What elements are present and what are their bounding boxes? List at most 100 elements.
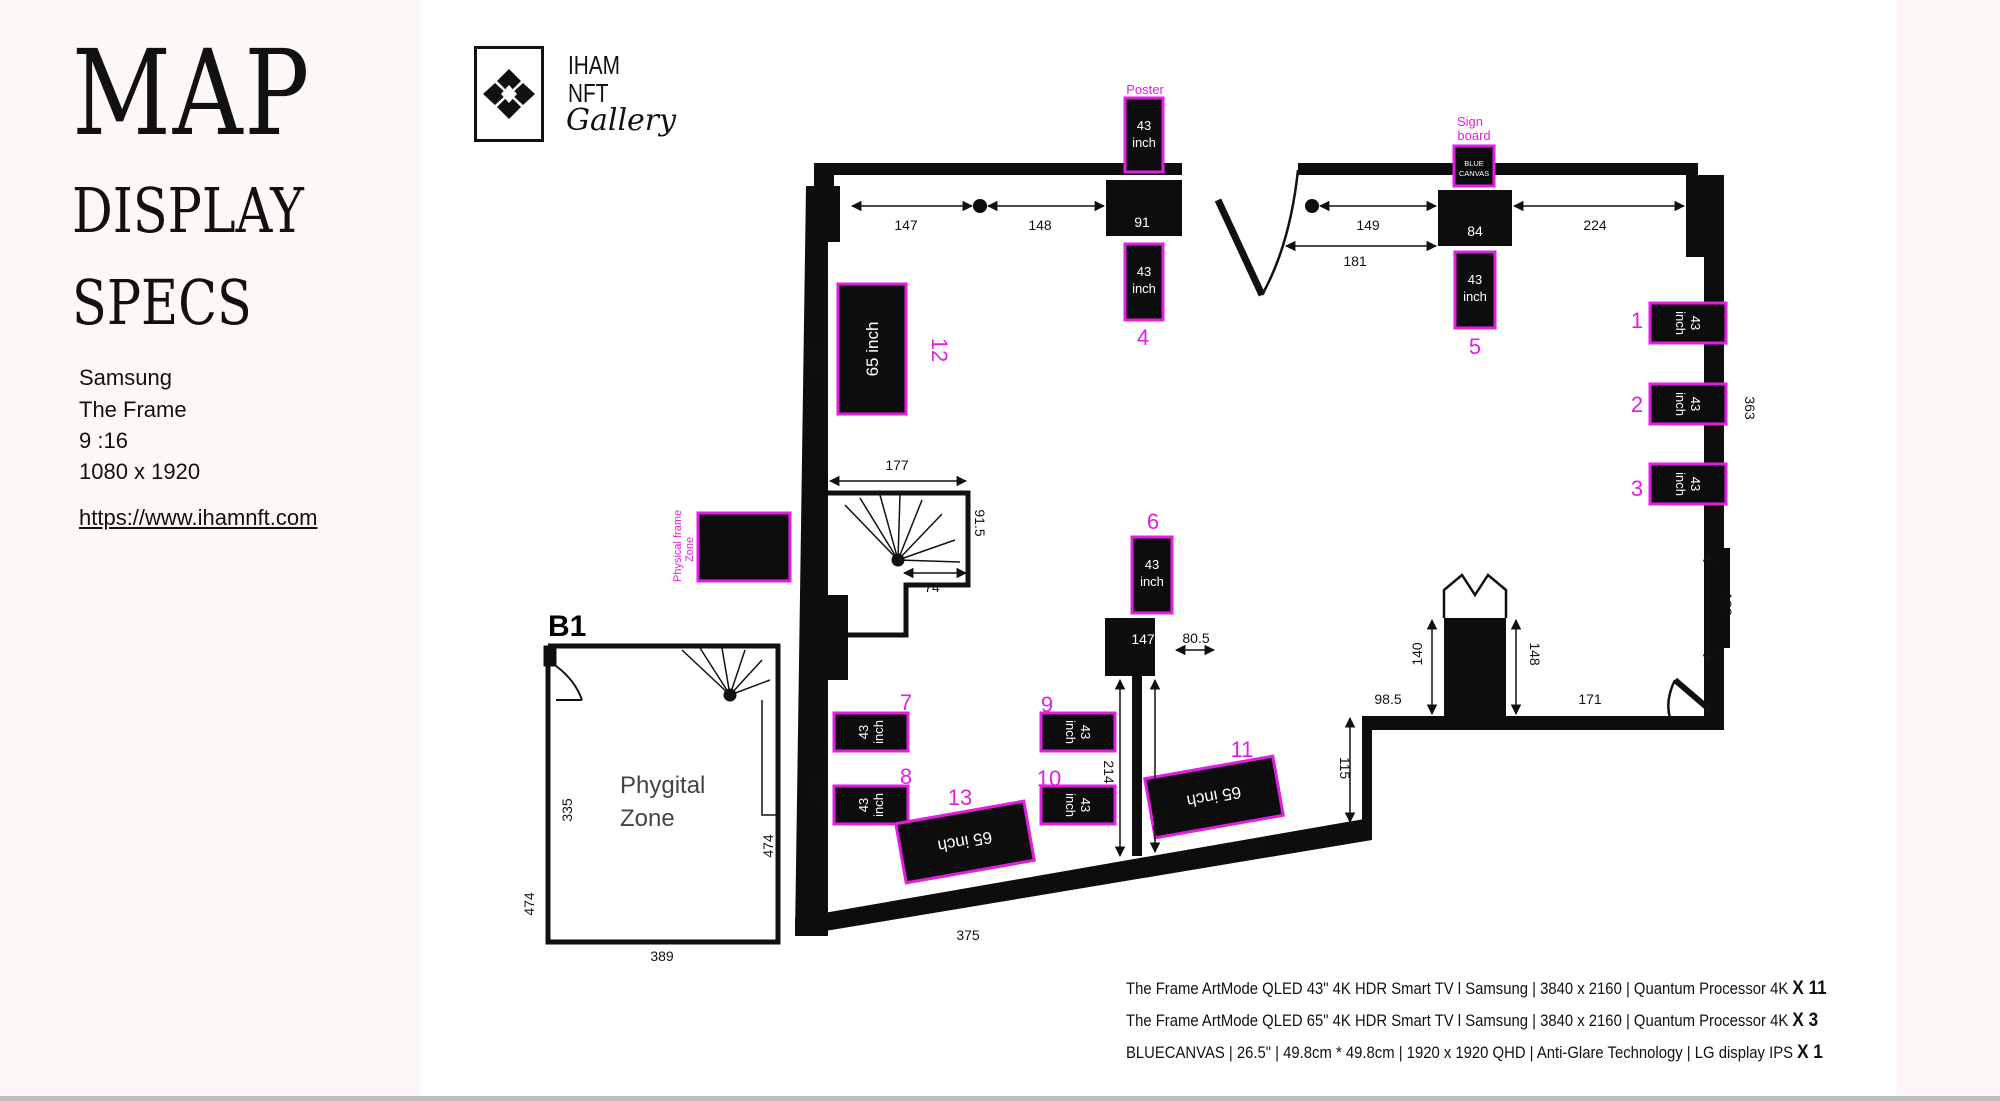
dim-91: 91 — [1134, 214, 1150, 230]
dim-299: 299 — [812, 350, 828, 374]
screen-6: 43 inch — [1130, 535, 1174, 615]
screen-size-line1: 43 — [1145, 557, 1159, 572]
screen-size-line1: 43 — [1078, 725, 1093, 739]
screen-8: 43 inch — [832, 784, 910, 826]
screen-9: 43 inch — [1039, 711, 1117, 753]
dim-335: 335 — [559, 798, 575, 822]
dim-148-mid: 148 — [1527, 642, 1543, 666]
screen-size-line1: 43 — [1688, 316, 1703, 330]
zone-label-line1: Phygital — [620, 772, 705, 799]
screen-size-line1: 43 — [856, 725, 871, 739]
page-subtitle-specs: SPECS — [72, 266, 252, 339]
door-arc-right — [1667, 679, 1677, 719]
screen-poster: 43 inch — [1123, 96, 1165, 174]
screen-size-line2: inch — [871, 720, 886, 744]
screen-size-label: 65 inch — [863, 322, 882, 377]
sidebar — [0, 0, 420, 1101]
logo-text-gallery: Gallery — [566, 103, 677, 138]
screen-size-line2: inch — [1463, 289, 1487, 304]
screen-number-5: 5 — [1469, 334, 1481, 359]
spec-ratio: 9 :16 — [79, 428, 128, 453]
wall-partition-post — [1132, 676, 1142, 856]
screen-size-line1: 43 — [1468, 272, 1482, 287]
screen-4: 43 inch — [1123, 242, 1165, 322]
legend-count: X 11 — [1792, 978, 1827, 999]
floor-label-b1: B1 — [548, 610, 586, 643]
website-link[interactable]: https://www.ihamnft.com — [79, 505, 318, 530]
signboard-label-line1: Sign — [1457, 114, 1483, 129]
dim-474-left: 474 — [521, 892, 537, 916]
dimension-lines — [828, 200, 1714, 858]
physical-frame-label-line2: Zone — [684, 537, 696, 562]
b1-floor — [543, 643, 781, 945]
dim-193: 193 — [1150, 808, 1166, 832]
spec-resolution: 1080 x 1920 — [79, 459, 201, 484]
dim-148: 148 — [1028, 217, 1052, 233]
diamond-logo-icon — [483, 69, 535, 119]
partition-91 — [1106, 180, 1182, 236]
screen-size-line1: 43 — [1688, 477, 1703, 491]
zone-label-line2: Zone — [620, 805, 675, 832]
right-margin — [1896, 0, 2000, 1101]
screen-size-line2: inch — [1673, 392, 1688, 416]
page-title: MAP — [72, 24, 311, 162]
dim-474-right: 474 — [760, 834, 776, 858]
door-leaf-top — [1214, 198, 1266, 297]
screen-number-10: 10 — [1037, 766, 1061, 791]
bluecanvas-signboard: BLUE CANVAS — [1452, 144, 1496, 188]
screen-size-line2: inch — [1063, 720, 1078, 744]
dim-123: 123 — [1719, 592, 1735, 616]
legend-text: BLUECANVAS | 26.5" | 49.8cm * 49.8cm | 1… — [1126, 1044, 1794, 1062]
screen-number-13: 13 — [948, 785, 972, 810]
page-subtitle-display: DISPLAY — [72, 174, 304, 247]
dim-115: 115 — [1337, 757, 1353, 780]
screen-size-line2: inch — [1140, 574, 1164, 589]
dim-171: 171 — [1578, 691, 1602, 707]
screen-size-line1: 43 — [856, 798, 871, 812]
screen-number-12: 12 — [927, 338, 952, 362]
wall-bottom-right-step — [1362, 716, 1372, 840]
legend-row-43-inch: The Frame ArtMode QLED 43" 4K HDR Smart … — [1126, 979, 1827, 998]
spec-brand: Samsung — [79, 365, 172, 390]
screen-number-3: 3 — [1631, 476, 1643, 501]
screen-size-line2: inch — [1063, 793, 1078, 817]
gallery-logo-mark — [474, 46, 544, 142]
logo-text-iham: IHAM — [568, 50, 620, 80]
screen-size-line2: inch — [1673, 311, 1688, 335]
screen-11: 65 inch — [1143, 754, 1285, 840]
screen-10: 43 inch — [1039, 784, 1117, 826]
door-leaf-right — [1673, 677, 1712, 713]
wall-top-left — [814, 163, 1182, 175]
dim-177: 177 — [885, 457, 909, 473]
screens-65-inch: 65 inch 65 inch 65 inch — [836, 282, 1285, 885]
physical-frame-label-line1: Physical frame — [672, 510, 684, 582]
screen-size-line1: 43 — [1078, 798, 1093, 812]
wall-bottom — [795, 818, 1372, 936]
screen-7: 43 inch — [832, 711, 910, 753]
screen-size-line2: inch — [1132, 281, 1156, 296]
screen-size-line1: 43 — [1137, 264, 1151, 279]
door-arcs — [1214, 169, 1712, 719]
dim-375: 375 — [956, 927, 980, 943]
wall-right-column-bottom — [1714, 548, 1730, 648]
signboard-label-line2: board — [1457, 128, 1490, 143]
logo-text-nft: NFT — [568, 78, 609, 108]
dim-275: 275 — [812, 778, 828, 802]
screen-number-7: 7 — [900, 690, 912, 715]
legend-count: X 3 — [1792, 1010, 1819, 1031]
dim-74: 74 — [924, 579, 940, 595]
dim-363: 363 — [1742, 396, 1758, 420]
wall-alcove-block — [1444, 618, 1506, 728]
screen-12: 65 inch — [836, 282, 908, 416]
dim-147-mid: 147 — [1131, 631, 1155, 647]
dim-98-5: 98.5 — [1374, 691, 1401, 707]
partition-blocks — [973, 180, 1512, 246]
dim-293: 293 — [1241, 843, 1265, 859]
legend-text: The Frame ArtMode QLED 65" 4K HDR Smart … — [1126, 1012, 1789, 1030]
wall-top-right — [1298, 163, 1698, 175]
screen-2: 43 inch — [1648, 382, 1728, 426]
screen-number-1: 1 — [1631, 308, 1643, 333]
dimension-labels: 147 148 91 149 84 224 181 299 363 177 91… — [521, 214, 1758, 964]
screen-size-line1: 43 — [1688, 397, 1703, 411]
screen-size-line2: inch — [871, 793, 886, 817]
